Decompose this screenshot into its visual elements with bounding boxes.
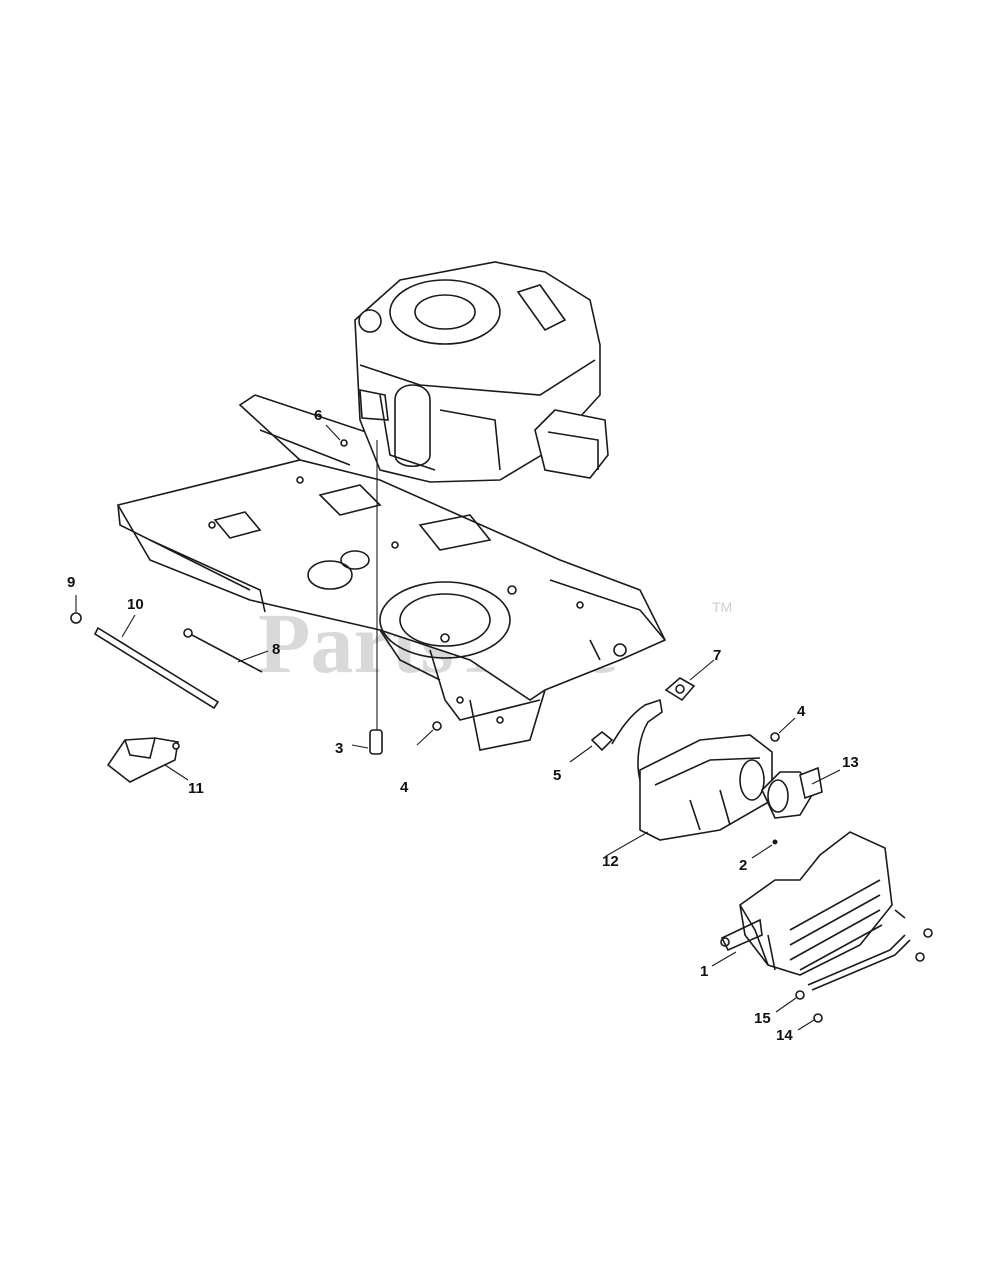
callout-2: 2: [739, 857, 747, 874]
callout-1: 1: [700, 963, 708, 980]
part-4-screw-left: [416, 721, 442, 746]
part-11-guard: [106, 737, 189, 783]
watermark-trademark: TM: [712, 599, 732, 615]
frame-chassis: [116, 394, 667, 751]
callout-12: 12: [602, 853, 619, 870]
part-10-rod: [93, 614, 220, 710]
callout-6: 6: [314, 407, 322, 424]
part-2-screw: [751, 839, 778, 859]
part-13-arrestor: [761, 766, 841, 819]
callout-9: 9: [67, 574, 75, 591]
callout-13: 13: [842, 754, 859, 771]
part-4-screw-right: [770, 717, 796, 742]
callout-7: 7: [713, 647, 721, 664]
callout-10: 10: [127, 596, 144, 613]
callout-labels: 1 2 3 4 4 5 6 7 8 9 10 11 12 13 14 15: [67, 407, 859, 1044]
callout-14: 14: [776, 1027, 793, 1044]
callout-4-left: 4: [400, 779, 409, 796]
callout-8: 8: [272, 641, 280, 658]
callout-5: 5: [553, 767, 561, 784]
callout-11: 11: [188, 780, 204, 797]
part-9-nut: [70, 595, 82, 624]
part-12-muffler: [605, 698, 773, 857]
part-7-gasket: [664, 659, 715, 702]
callout-15: 15: [754, 1010, 771, 1027]
part-5-fitting: [569, 730, 614, 763]
callout-4-right: 4: [797, 703, 806, 720]
part-6-bolt: [325, 424, 378, 745]
bracket-rods: [775, 909, 933, 1031]
part-1-heat-shield: [711, 831, 893, 976]
engine: [354, 261, 609, 483]
callout-3: 3: [335, 740, 343, 757]
part-8-rod: [183, 628, 269, 673]
part-3-bolt: [351, 729, 383, 755]
